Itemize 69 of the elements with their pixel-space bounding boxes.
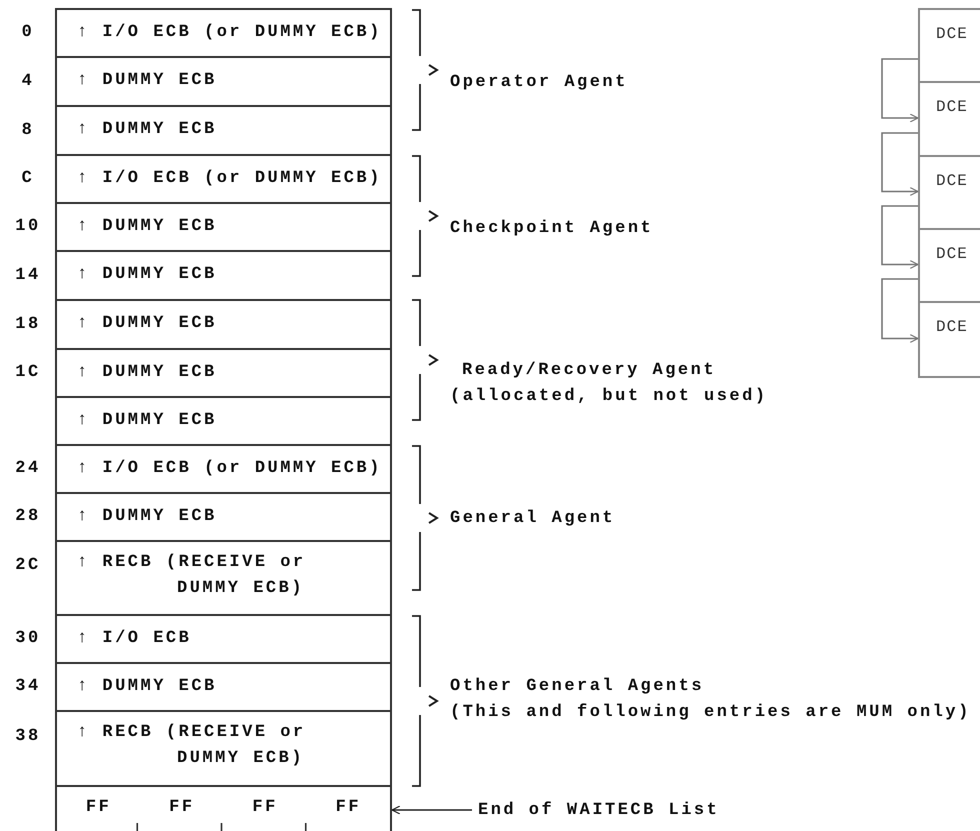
entry-text: ↑ DUMMY ECB — [77, 70, 217, 92]
entry-text: ↑ DUMMY ECB — [77, 119, 217, 141]
entry-text: ↑ RECB (RECEIVE or DUMMY ECB) — [77, 552, 307, 600]
element-name: DCE — [936, 97, 968, 118]
offset-label: 10 — [14, 216, 42, 238]
offset-label: 0 — [20, 22, 36, 44]
list-entry — [55, 56, 392, 107]
entry-text: ↑ DUMMY ECB — [77, 410, 217, 432]
offset-label: 14 — [14, 264, 42, 286]
list-entry — [55, 105, 392, 156]
offset-label: 2C — [14, 555, 42, 577]
offset-label: 34 — [14, 676, 42, 698]
offset-label: 1C — [14, 362, 42, 384]
hex-value: FF — [252, 797, 278, 819]
group-label: (This and following entries are MUM only) — [450, 702, 971, 724]
list-entry — [55, 202, 392, 252]
arrow — [881, 278, 919, 344]
group-label: Checkpoint Agent — [450, 218, 654, 240]
list-entry — [55, 662, 392, 712]
entry-text: ↑ DUMMY ECB — [77, 362, 217, 384]
offset-label: 28 — [14, 506, 42, 528]
element-name: DCE — [936, 244, 968, 265]
offset-label: 4 — [20, 70, 36, 92]
element-box — [918, 301, 980, 378]
list-entry — [55, 444, 392, 494]
entry-text: ↑ DUMMY ECB — [77, 216, 217, 238]
list-entry — [55, 540, 392, 616]
list-entry — [55, 614, 392, 664]
offset-label: C — [20, 168, 36, 190]
entry-text: ↑ I/O ECB (or DUMMY ECB) — [77, 458, 382, 480]
list-end-cell — [55, 785, 392, 831]
element-box — [918, 8, 980, 83]
group-label: Other General Agents — [450, 676, 706, 698]
offset-label: 18 — [14, 314, 42, 336]
list-entry — [55, 348, 392, 398]
element-name: DCE — [936, 317, 968, 338]
list-entry — [55, 250, 392, 301]
list-entry — [55, 299, 392, 350]
entry-text: ↑ I/O ECB (or DUMMY ECB) — [77, 22, 382, 44]
end-label: End of WAITECB List — [478, 798, 720, 824]
list-entry — [55, 492, 392, 542]
entry-text: ↑ RECB (RECEIVE or DUMMY ECB) — [77, 722, 307, 770]
arrow — [391, 805, 472, 815]
hex-value: FF — [169, 797, 195, 819]
offset-label: 38 — [14, 726, 42, 748]
offset-label: 8 — [20, 120, 36, 142]
group-label: (allocated, but not used) — [450, 386, 768, 408]
entry-text: ↑ DUMMY ECB — [77, 313, 217, 335]
group-label: General Agent — [450, 508, 616, 530]
arrow — [881, 132, 919, 196]
list-entry — [55, 710, 392, 787]
entry-text: ↑ DUMMY ECB — [77, 676, 217, 698]
list-entry — [55, 8, 392, 58]
offset-label: 30 — [14, 628, 42, 650]
entry-text: ↑ DUMMY ECB — [77, 264, 217, 286]
entry-text: ↑ I/O ECB (or DUMMY ECB) — [77, 168, 382, 190]
element-name: DCE — [936, 24, 968, 45]
entry-text: ↑ DUMMY ECB — [77, 506, 217, 528]
list-entry — [55, 154, 392, 204]
list-entry — [55, 396, 392, 446]
group-label: Ready/Recovery Agent — [461, 360, 718, 382]
group-label: Operator Agent — [450, 72, 628, 94]
offset-label: 24 — [14, 458, 42, 480]
hex-value: FF — [336, 797, 362, 819]
hex-value: FF — [86, 797, 112, 819]
entry-text: ↑ I/O ECB — [77, 628, 192, 650]
arrow — [881, 58, 919, 123]
element-name: DCE — [936, 171, 968, 192]
arrow — [881, 205, 919, 270]
